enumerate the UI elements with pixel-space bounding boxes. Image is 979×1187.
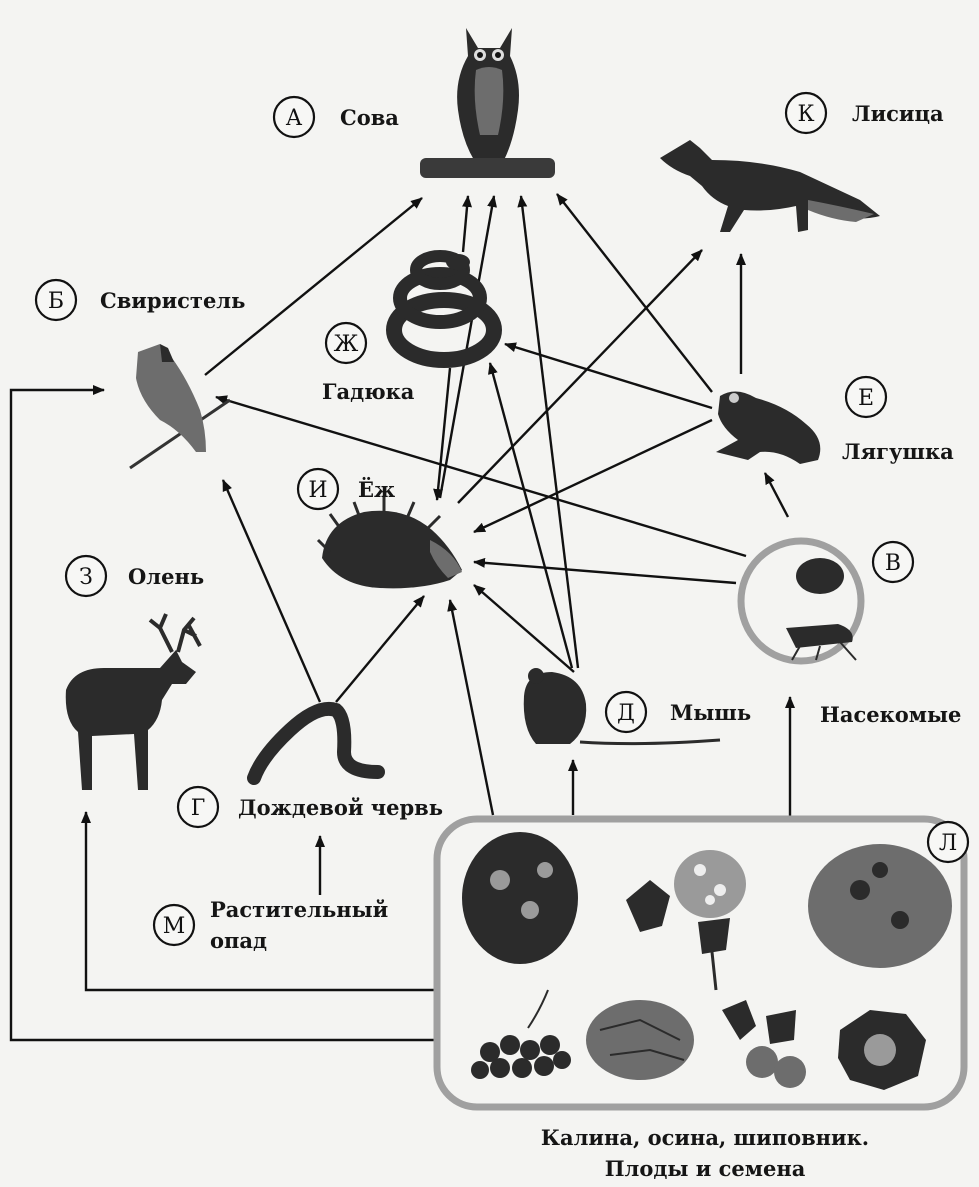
node-worm-label: Г Дождевой червь [178, 787, 443, 827]
aspen-leaves-illustration [586, 1000, 694, 1080]
link-mouse-to-hedgehog [474, 585, 574, 672]
insects-group [741, 541, 861, 661]
hedgehog-letter: И [308, 478, 327, 503]
berry-cluster-illustration [471, 990, 571, 1079]
link-frog-to-owl [557, 194, 712, 392]
litter-name-line1: Растительный [210, 897, 388, 922]
hedgehog-name: Ёж [358, 477, 395, 502]
node-fox-label: К Лисица [786, 93, 944, 133]
rosehip-fruit-illustration [722, 1000, 806, 1088]
worm-name: Дождевой червь [238, 795, 443, 820]
waxwing-letter: Б [48, 289, 64, 314]
litter-name-line2: опад [210, 928, 267, 953]
owl-letter: А [286, 106, 303, 131]
deer-letter: З [79, 565, 93, 590]
fox-letter: К [797, 102, 814, 127]
plants-group [437, 819, 964, 1107]
node-litter-label: М Растительный опад [154, 897, 388, 953]
viburnum-flower-illustration [626, 850, 746, 990]
link-insects-to-waxwing [216, 397, 746, 556]
frog-name: Лягушка [842, 439, 954, 464]
node-owl-label: А Сова [274, 97, 399, 137]
node-deer-label: З Олень [66, 556, 204, 596]
owl-name: Сова [340, 105, 399, 130]
viburnum-bush-illustration [462, 832, 578, 964]
frog-letter: Е [858, 386, 874, 411]
fox-illustration [660, 140, 880, 232]
owl-illustration [420, 28, 555, 178]
mouse-letter: Д [617, 701, 635, 726]
link-insects-to-hedgehog [474, 562, 736, 583]
plants-name-line2: Плоды и семена [605, 1156, 806, 1181]
viper-illustration [394, 254, 494, 360]
waxwing-illustration [130, 344, 230, 468]
link-insects-to-frog [765, 473, 788, 517]
worm-letter: Г [191, 796, 206, 821]
node-hedgehog-label: И Ёж [298, 469, 395, 509]
fox-name: Лисица [852, 101, 944, 126]
hedgehog-illustration [318, 496, 462, 588]
link-viper-to-owl [463, 196, 468, 252]
insects-name: Насекомые [820, 702, 961, 727]
link-plants-to-hedgehog [450, 600, 493, 815]
link-worm-to-hedgehog [336, 596, 424, 702]
plants-letter: Л [939, 831, 957, 856]
link-mouse-to-owl [521, 196, 578, 668]
plants-name-line1: Калина, осина, шиповник. [541, 1125, 869, 1150]
deer-illustration [66, 614, 200, 790]
node-mouse-label: Д Мышь [606, 692, 751, 732]
link-worm-to-waxwing [223, 480, 320, 702]
frog-illustration [716, 391, 820, 464]
rose-flower-illustration [838, 1010, 926, 1090]
viper-letter: Ж [334, 332, 359, 357]
mouse-name: Мышь [670, 700, 751, 725]
litter-letter: М [163, 914, 186, 939]
deer-name: Олень [128, 564, 204, 589]
viper-name: Гадюка [322, 379, 415, 404]
node-frog-label: Е Лягушка [842, 377, 954, 464]
insects-letter: В [885, 551, 901, 576]
worm-illustration [254, 709, 378, 778]
link-waxwing-to-owl [205, 198, 422, 375]
waxwing-name: Свиристель [100, 288, 245, 313]
node-waxwing-label: Б Свиристель [36, 280, 245, 320]
beetle-illustration [796, 558, 844, 594]
